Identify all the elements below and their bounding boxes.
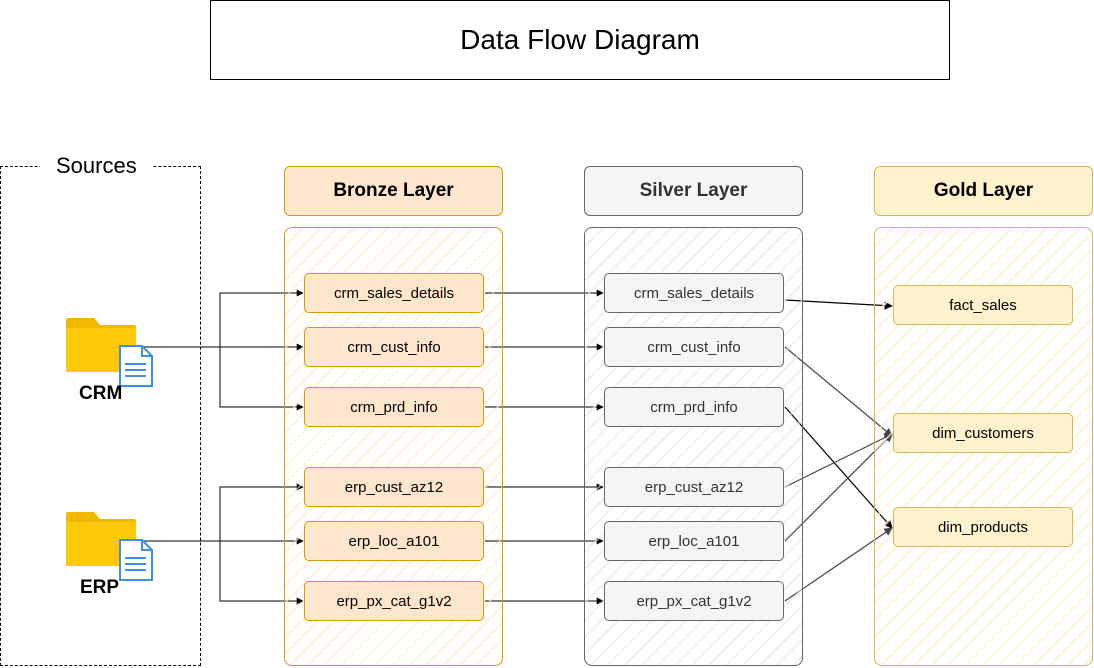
silver-table-crm-sales-details[interactable]: crm_sales_details bbox=[604, 273, 784, 313]
erp-to-bronze-connectors bbox=[140, 483, 304, 605]
bronze-table-erp-cust-az12[interactable]: erp_cust_az12 bbox=[304, 467, 484, 507]
erp-folder-icon bbox=[66, 512, 153, 581]
erp-source-label: ERP bbox=[80, 577, 120, 598]
crm-to-bronze-connectors bbox=[140, 289, 304, 411]
connector-crm-to-crm-sales-details bbox=[219, 289, 304, 347]
connector-erp-to-erp-cust-az12 bbox=[219, 483, 304, 541]
connector-erp-to-erp-px-cat-g1v2 bbox=[219, 541, 304, 605]
gold-table-fact-sales[interactable]: fact_sales bbox=[893, 285, 1073, 325]
silver-table-erp-px-cat-g1v2[interactable]: erp_px_cat_g1v2 bbox=[604, 581, 784, 621]
gold-table-dim-customers[interactable]: dim_customers bbox=[893, 413, 1073, 453]
silver-table-crm-prd-info[interactable]: crm_prd_info bbox=[604, 387, 784, 427]
crm-folder-icon bbox=[66, 318, 153, 387]
sources-label: Sources bbox=[40, 152, 153, 180]
silver-table-erp-cust-az12[interactable]: erp_cust_az12 bbox=[604, 467, 784, 507]
bronze-table-erp-px-cat-g1v2[interactable]: erp_px_cat_g1v2 bbox=[304, 581, 484, 621]
connector-crm-to-crm-prd-info bbox=[219, 347, 304, 411]
silver-layer-header: Silver Layer bbox=[584, 166, 803, 216]
bronze-layer-header: Bronze Layer bbox=[284, 166, 503, 216]
bronze-table-crm-cust-info[interactable]: crm_cust_info bbox=[304, 327, 484, 367]
silver-table-crm-cust-info[interactable]: crm_cust_info bbox=[604, 327, 784, 367]
crm-source-label: CRM bbox=[79, 383, 123, 404]
bronze-table-crm-prd-info[interactable]: crm_prd_info bbox=[304, 387, 484, 427]
gold-table-dim-products[interactable]: dim_products bbox=[893, 507, 1073, 547]
bronze-table-crm-sales-details[interactable]: crm_sales_details bbox=[304, 273, 484, 313]
bronze-table-erp-loc-a101[interactable]: erp_loc_a101 bbox=[304, 521, 484, 561]
gold-layer-header: Gold Layer bbox=[874, 166, 1093, 216]
bronze-to-silver-connectors bbox=[485, 289, 604, 605]
diagram-title: Data Flow Diagram bbox=[210, 0, 950, 80]
silver-table-erp-loc-a101[interactable]: erp_loc_a101 bbox=[604, 521, 784, 561]
